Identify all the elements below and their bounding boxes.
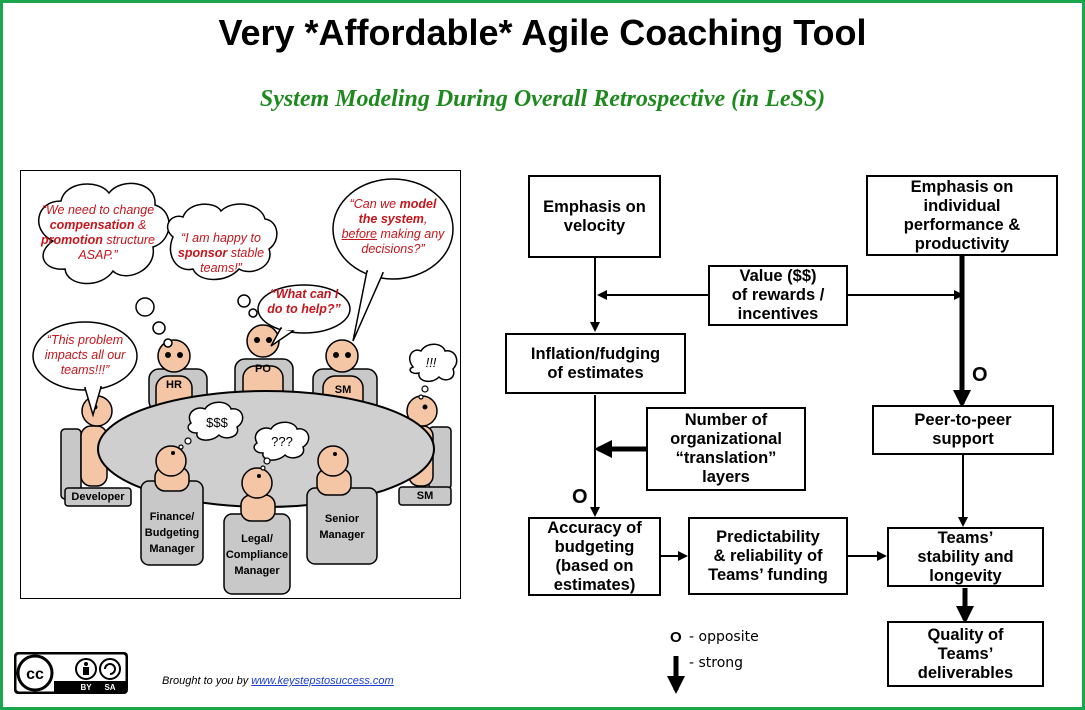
thought-bubble-compensation xyxy=(37,182,173,348)
node-peer: Peer-to-peer support xyxy=(872,405,1054,455)
speech-bubble-help xyxy=(257,284,351,347)
footer-link[interactable]: www.keystepstosuccess.com xyxy=(251,675,394,687)
label-sm-right: SM xyxy=(416,490,434,502)
cc-by-sa-icon: cc BY SA xyxy=(15,653,127,693)
opposite-mark-individual: O xyxy=(972,364,988,386)
cc-license-badge: cc BY SA xyxy=(14,652,128,694)
node-individual: Emphasis on individual performance & pro… xyxy=(866,175,1058,256)
label-developer: Developer xyxy=(71,491,125,503)
legend-o-text: - opposite xyxy=(689,629,759,645)
cc-text: cc xyxy=(26,666,44,683)
opposite-mark-inflation: O xyxy=(572,486,588,508)
page-subtitle: System Modeling During Overall Retrospec… xyxy=(259,86,826,112)
bubble-compensation-text: “We need to change compensation & promot… xyxy=(41,203,155,262)
node-stability: Teams’ stability and longevity xyxy=(887,527,1044,587)
bubble-money-text: $$$ xyxy=(206,415,228,430)
person-senior xyxy=(306,445,378,565)
label-senior: Senior Manager xyxy=(319,513,365,541)
thought-bubble-money xyxy=(178,401,244,450)
sa-text: SA xyxy=(104,683,115,692)
person-finance xyxy=(140,445,204,566)
bubble-help-text: “What can I do to help?” xyxy=(267,287,341,316)
page-title: Very *Affordable* Agile Coaching Tool xyxy=(218,12,867,53)
node-layers: Number of organizational “translation” l… xyxy=(646,407,806,491)
legend-strong-text: - strong xyxy=(689,655,744,671)
footer-prefix: Brought to you by xyxy=(162,675,252,687)
footer-credit: Brought to you by www.keystepstosuccess.… xyxy=(162,675,394,687)
bubble-problem-text: “This problem impacts all our teams!!!” xyxy=(44,333,126,377)
legend-o-symbol: O xyxy=(670,629,682,646)
thought-bubble-alarm xyxy=(409,343,458,400)
bubble-alarm-text: !!! xyxy=(425,355,437,370)
meeting-illustration: “We need to change compensation & promot… xyxy=(20,170,461,599)
node-velocity: Emphasis on velocity xyxy=(528,175,661,258)
label-finance: Finance/ Budgeting Manager xyxy=(144,511,200,555)
bubble-sponsor-text: “I am happy to sponsor stable teams!” xyxy=(177,231,265,275)
by-text: BY xyxy=(80,683,92,692)
label-sm-top: SM xyxy=(334,384,352,396)
bubble-question-text: ??? xyxy=(271,434,293,449)
thought-bubble-question xyxy=(253,421,310,471)
bubble-model-text: “Can we model the system, before making … xyxy=(341,197,445,256)
person-legal xyxy=(223,467,291,595)
node-quality: Quality of Teams’ deliverables xyxy=(887,621,1044,687)
thought-bubble-sponsor xyxy=(166,203,278,318)
label-legal: Legal/ Compliance Manager xyxy=(225,533,289,577)
node-predictability: Predictability & reliability of Teams’ f… xyxy=(688,517,848,595)
node-value: Value ($$) of rewards / incentives xyxy=(708,265,848,326)
speech-bubble-model xyxy=(332,178,454,342)
label-hr: HR xyxy=(166,379,182,391)
label-po: PO xyxy=(255,363,271,375)
node-inflation: Inflation/fudging of estimates xyxy=(505,333,686,394)
node-accuracy: Accuracy of budgeting (based on estimate… xyxy=(528,517,661,596)
meeting-drawing xyxy=(32,178,458,595)
speech-bubble-problem xyxy=(32,321,138,418)
